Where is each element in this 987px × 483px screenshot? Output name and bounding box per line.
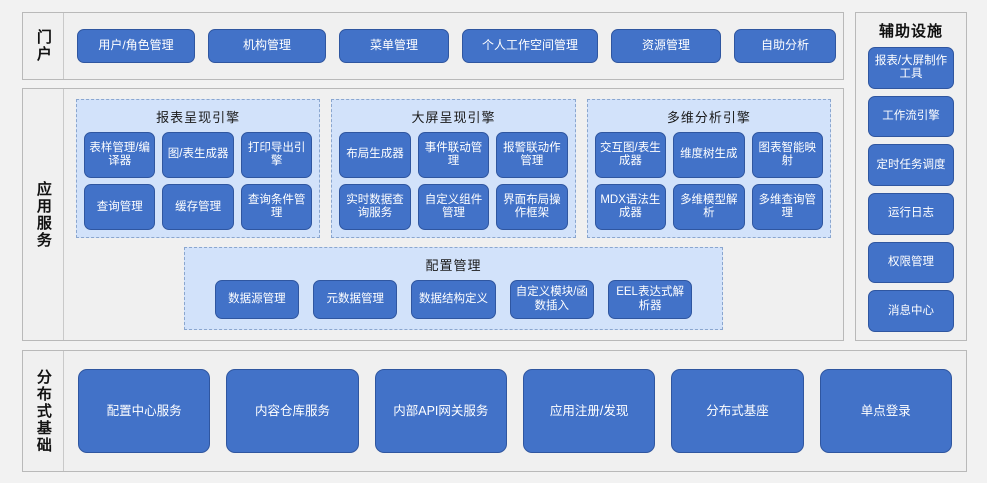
module-print-export-engine[interactable]: 打印导出引擎 — [240, 132, 313, 179]
module-custom-module-function-insertion[interactable]: 自定义模块/函数插入 — [509, 280, 594, 319]
module-dimension-tree-generation[interactable]: 维度树生成 — [673, 132, 745, 179]
engine-bigscreen-rendering-title: 大屏呈现引擎 — [411, 110, 496, 125]
module-ui-layout-operation-framework[interactable]: 界面布局操作框架 — [496, 184, 568, 231]
module-event-linkage-management[interactable]: 事件联动管理 — [417, 132, 490, 179]
distributed-foundation-layer-label: 分布式基础 — [23, 351, 64, 471]
base-item-config-center-service[interactable]: 配置中心服务 — [78, 369, 211, 453]
engine-multidimensional-analysis: 多维分析引擎 交互图/表生成器 维度树生成 图表智能映射 MDX语法生成器 多维… — [586, 99, 831, 239]
auxiliary-facilities-panel: 辅助设施 报表/大屏制作工具 工作流引擎 定时任务调度 运行日志 权限管理 消息… — [855, 12, 967, 341]
engine-multidimensional-analysis-items: 交互图/表生成器 维度树生成 图表智能映射 MDX语法生成器 多维模型解析 多维… — [594, 132, 823, 231]
portal-item-org-management[interactable]: 机构管理 — [208, 29, 326, 63]
base-item-single-sign-on[interactable]: 单点登录 — [819, 369, 952, 453]
portal-item-user-role-management[interactable]: 用户/角色管理 — [77, 29, 195, 63]
module-multidimensional-query-management[interactable]: 多维查询管理 — [751, 184, 823, 231]
application-services-layer-label: 应用服务 — [23, 89, 64, 340]
aux-item-workflow-engine[interactable]: 工作流引擎 — [868, 95, 954, 138]
base-item-internal-api-gateway-service[interactable]: 内部API网关服务 — [374, 369, 507, 453]
module-custom-component-management[interactable]: 自定义组件管理 — [417, 184, 490, 231]
engine-report-rendering-items: 表样管理/编译器 图/表生成器 打印导出引擎 查询管理 缓存管理 查询条件管理 — [84, 132, 313, 231]
module-mdx-syntax-generator[interactable]: MDX语法生成器 — [594, 184, 667, 231]
module-chart-table-generator[interactable]: 图/表生成器 — [162, 132, 234, 179]
module-chart-intelligent-mapping[interactable]: 图表智能映射 — [751, 132, 823, 179]
aux-item-scheduled-task-scheduling[interactable]: 定时任务调度 — [868, 144, 954, 187]
engine-report-rendering: 报表呈现引擎 表样管理/编译器 图/表生成器 打印导出引擎 查询管理 缓存管理 … — [76, 99, 321, 239]
auxiliary-facilities-list: 报表/大屏制作工具 工作流引擎 定时任务调度 运行日志 权限管理 消息中心 — [856, 47, 966, 340]
portal-layer-body: 用户/角色管理 机构管理 菜单管理 个人工作空间管理 资源管理 自助分析 — [64, 13, 843, 79]
module-realtime-data-query-service[interactable]: 实时数据查询服务 — [339, 184, 411, 231]
portal-layer-label: 门户 — [23, 13, 64, 79]
module-layout-generator[interactable]: 布局生成器 — [339, 132, 411, 179]
module-data-structure-definition[interactable]: 数据结构定义 — [411, 280, 496, 319]
portal-item-list: 用户/角色管理 机构管理 菜单管理 个人工作空间管理 资源管理 自助分析 — [64, 29, 836, 63]
module-query-management[interactable]: 查询管理 — [84, 184, 156, 231]
engine-bigscreen-rendering: 大屏呈现引擎 布局生成器 事件联动管理 报警联动作管理 实时数据查询服务 自定义… — [331, 99, 576, 239]
module-query-condition-management[interactable]: 查询条件管理 — [240, 184, 313, 231]
engine-bigscreen-rendering-items: 布局生成器 事件联动管理 报警联动作管理 实时数据查询服务 自定义组件管理 界面… — [339, 132, 568, 231]
configuration-management-title: 配置管理 — [425, 258, 482, 274]
engine-group-row: 报表呈现引擎 表样管理/编译器 图/表生成器 打印导出引擎 查询管理 缓存管理 … — [76, 99, 831, 239]
portal-item-resource-management[interactable]: 资源管理 — [611, 29, 721, 63]
application-services-body: 报表呈现引擎 表样管理/编译器 图/表生成器 打印导出引擎 查询管理 缓存管理 … — [64, 89, 843, 340]
aux-item-runtime-log[interactable]: 运行日志 — [868, 193, 954, 235]
aux-item-report-bigscreen-authoring-tool[interactable]: 报表/大屏制作工具 — [868, 47, 954, 89]
configuration-management-items: 数据源管理 元数据管理 数据结构定义 自定义模块/函数插入 EEL表达式解析器 — [193, 280, 714, 319]
module-alarm-linkage-action-management[interactable]: 报警联动作管理 — [496, 132, 568, 179]
auxiliary-facilities-title: 辅助设施 — [878, 23, 943, 40]
portal-item-menu-management[interactable]: 菜单管理 — [339, 29, 449, 63]
module-metadata-management[interactable]: 元数据管理 — [313, 280, 398, 319]
module-eel-expression-parser[interactable]: EEL表达式解析器 — [607, 280, 693, 319]
module-multidimensional-model-parsing[interactable]: 多维模型解析 — [673, 184, 745, 231]
module-datasource-management[interactable]: 数据源管理 — [214, 280, 300, 319]
module-cache-management[interactable]: 缓存管理 — [162, 184, 234, 231]
aux-item-permission-management[interactable]: 权限管理 — [868, 241, 954, 284]
distributed-foundation-item-list: 配置中心服务 内容仓库服务 内部API网关服务 应用注册/发现 分布式基座 单点… — [64, 369, 966, 453]
portal-item-self-service-analysis[interactable]: 自助分析 — [734, 29, 836, 63]
distributed-foundation-body: 配置中心服务 内容仓库服务 内部API网关服务 应用注册/发现 分布式基座 单点… — [64, 351, 966, 471]
portal-item-personal-workspace-management[interactable]: 个人工作空间管理 — [462, 29, 598, 63]
module-form-template-compiler[interactable]: 表样管理/编译器 — [84, 132, 156, 179]
base-item-content-repository-service[interactable]: 内容仓库服务 — [226, 369, 359, 453]
base-item-distributed-platform[interactable]: 分布式基座 — [671, 369, 804, 453]
application-services-layer: 应用服务 报表呈现引擎 表样管理/编译器 图/表生成器 打印导出引擎 查询管理 … — [22, 88, 844, 341]
engine-report-rendering-title: 报表呈现引擎 — [156, 110, 241, 125]
module-interactive-chart-table-generator[interactable]: 交互图/表生成器 — [594, 132, 667, 179]
configuration-management-group: 配置管理 数据源管理 元数据管理 数据结构定义 自定义模块/函数插入 EEL表达… — [183, 247, 724, 330]
aux-item-message-center[interactable]: 消息中心 — [868, 290, 954, 333]
portal-layer: 门户 用户/角色管理 机构管理 菜单管理 个人工作空间管理 资源管理 自助分析 — [22, 12, 844, 80]
base-item-app-registration-discovery[interactable]: 应用注册/发现 — [522, 369, 656, 453]
engine-multidimensional-analysis-title: 多维分析引擎 — [666, 110, 751, 125]
distributed-foundation-layer: 分布式基础 配置中心服务 内容仓库服务 内部API网关服务 应用注册/发现 分布… — [22, 350, 967, 472]
